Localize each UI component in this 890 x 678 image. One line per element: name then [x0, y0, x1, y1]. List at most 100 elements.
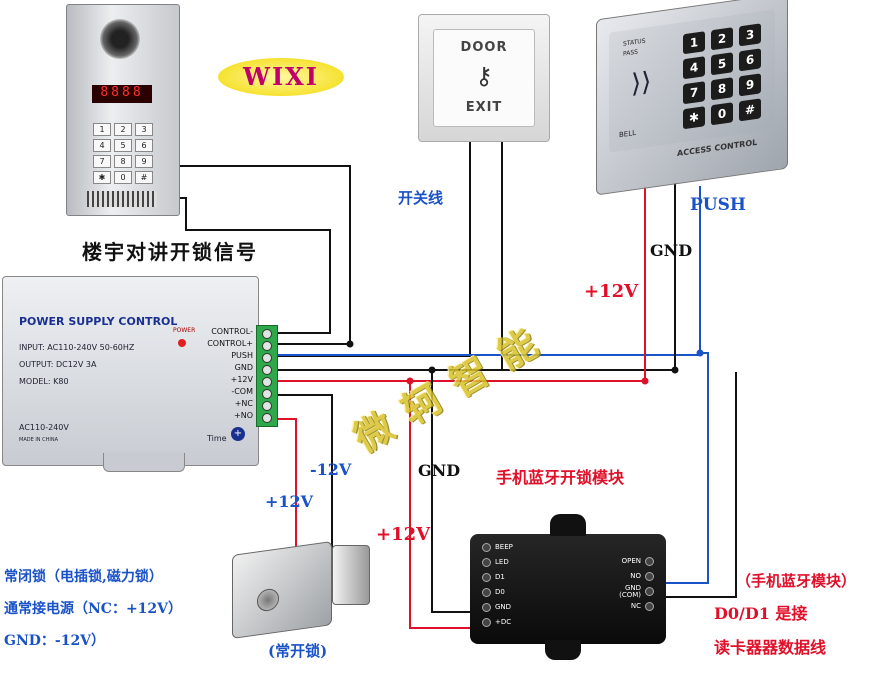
bt-terminal: +DC — [482, 615, 513, 630]
push-wire-to-module — [656, 352, 709, 584]
lock-minus-wire — [275, 394, 333, 548]
switch-wire-label: 开关线 — [398, 189, 444, 207]
psu-terminal-label: -COM — [231, 387, 253, 396]
terminal-screw-icon — [262, 341, 272, 351]
psu-output: OUTPUT: DC12V 3A — [19, 360, 97, 369]
bt-terminal: BEEP — [482, 540, 513, 555]
intercom-key: 5 — [114, 139, 132, 152]
bt-terminal-label: LED — [495, 558, 509, 566]
bt-terminal-label: +DC — [495, 618, 512, 626]
terminal-screw-icon — [482, 543, 491, 552]
intercom-wire-2 — [178, 197, 331, 334]
bt-terminal-label: D1 — [495, 573, 505, 581]
junction-dot — [641, 377, 649, 385]
psu-input: INPUT: AC110-240V 50-60HZ — [19, 343, 135, 352]
exit-button-bottom-label: EXIT — [465, 100, 503, 115]
lock-strike — [332, 545, 370, 605]
psu-terminal-label: +NO — [234, 411, 253, 420]
intercom-key: 1 — [93, 123, 111, 136]
exit-button-top-label: DOOR — [460, 40, 508, 55]
exit-wire-1 — [275, 140, 471, 357]
terminal-screw-icon — [262, 389, 272, 399]
psu-terminal-label: PUSH — [231, 351, 253, 360]
intercom-key: 4 — [93, 139, 111, 152]
mount-tab — [545, 640, 581, 660]
intercom-signal-label: 楼宇对讲开锁信号 — [82, 240, 258, 264]
bt-terminal-label: D0 — [495, 588, 505, 596]
bt-terminal: D1 — [482, 570, 513, 585]
access-key: # — [739, 98, 761, 122]
intercom-key: 3 — [135, 123, 153, 136]
psu-title: POWER SUPPLY CONTROL — [19, 315, 178, 328]
psu-time-label: Time — [207, 434, 227, 443]
terminal-screw-icon — [262, 353, 272, 363]
pass-led: PASS — [623, 48, 638, 58]
junction-dot — [346, 340, 354, 348]
intercom-display: 8888 — [92, 85, 152, 103]
gnd-mid-label: GND — [418, 461, 461, 480]
junction-dot — [671, 366, 679, 374]
plus12-bottom-label: +12V — [376, 524, 431, 545]
intercom-key: 7 — [93, 155, 111, 168]
intercom-key: 0 — [114, 171, 132, 184]
terminal-screw-icon — [645, 572, 654, 581]
plus12-wire-to-module — [409, 381, 480, 629]
normal-open-lock-label: (常开锁) — [268, 642, 328, 660]
bt-side-label: （手机蓝牙模块） — [736, 572, 857, 590]
intercom-wire-1 — [178, 165, 351, 345]
power-led — [178, 339, 186, 347]
lock-plus-wire — [275, 418, 297, 552]
access-key: 4 — [683, 56, 705, 80]
intercom-key: 6 — [135, 139, 153, 152]
lock-note-2: 通常接电源（NC：+12V） — [4, 601, 183, 617]
status-led: STATUS — [623, 37, 646, 48]
mount-tab — [550, 514, 586, 536]
psu-made-label: MADE IN CHINA — [19, 437, 59, 443]
access-key: 9 — [739, 73, 761, 97]
terminal-screw-icon — [645, 557, 654, 566]
plus12-left-label: +12V — [265, 492, 314, 511]
psu-terminal-label: CONTROL- — [211, 327, 253, 336]
psu-terminal-label: CONTROL+ — [207, 339, 253, 348]
com-wire — [656, 372, 737, 598]
access-key: ✱ — [683, 106, 705, 130]
camera-icon — [100, 19, 140, 59]
access-key: 7 — [683, 81, 705, 105]
bt-module-title: 手机蓝牙开锁模块 — [496, 468, 625, 487]
terminal-screw-icon — [262, 401, 272, 411]
key-icon: ⚷ — [475, 62, 493, 90]
terminal-screw-icon — [645, 602, 654, 611]
terminal-screw-icon — [262, 413, 272, 423]
terminal-screw-icon — [482, 588, 491, 597]
access-key: 2 — [711, 27, 733, 51]
intercom-key: 2 — [114, 123, 132, 136]
psu-terminal-label: +NC — [234, 399, 253, 408]
speaker-grille — [87, 191, 157, 207]
bt-terminal-label: NO — [630, 572, 641, 580]
bt-terminal-label: OPEN — [621, 557, 641, 565]
bt-terminal-label: BEEP — [495, 543, 513, 551]
bt-terminal-label: GND — [495, 603, 512, 611]
d0d1-note-1: D0/D1 是接 — [714, 604, 808, 623]
intercom-key: ✱ — [93, 171, 111, 184]
terminal-screw-icon — [262, 329, 272, 339]
terminal-screw-icon — [482, 573, 491, 582]
brand-logo: WIXI — [218, 58, 344, 96]
access-key: 0 — [711, 102, 733, 126]
access-key: 1 — [683, 31, 705, 55]
bt-terminal: GND — [482, 600, 513, 615]
terminal-screw-icon — [262, 365, 272, 375]
gnd-wire-to-module — [431, 370, 480, 613]
intercom-key: # — [135, 171, 153, 184]
d0d1-note-2: 读卡器器数据线 — [714, 638, 827, 657]
exit-wire-2 — [275, 140, 503, 371]
psu-ac-label: AC110-240V — [19, 423, 69, 432]
terminal-screw-icon — [482, 618, 491, 627]
psu-terminal-label: +12V — [230, 375, 253, 384]
lock-note-1: 常闭锁（电插锁,磁力锁） — [4, 569, 163, 585]
push-label: PUSH — [690, 195, 746, 215]
bt-terminal: NO — [619, 569, 654, 584]
